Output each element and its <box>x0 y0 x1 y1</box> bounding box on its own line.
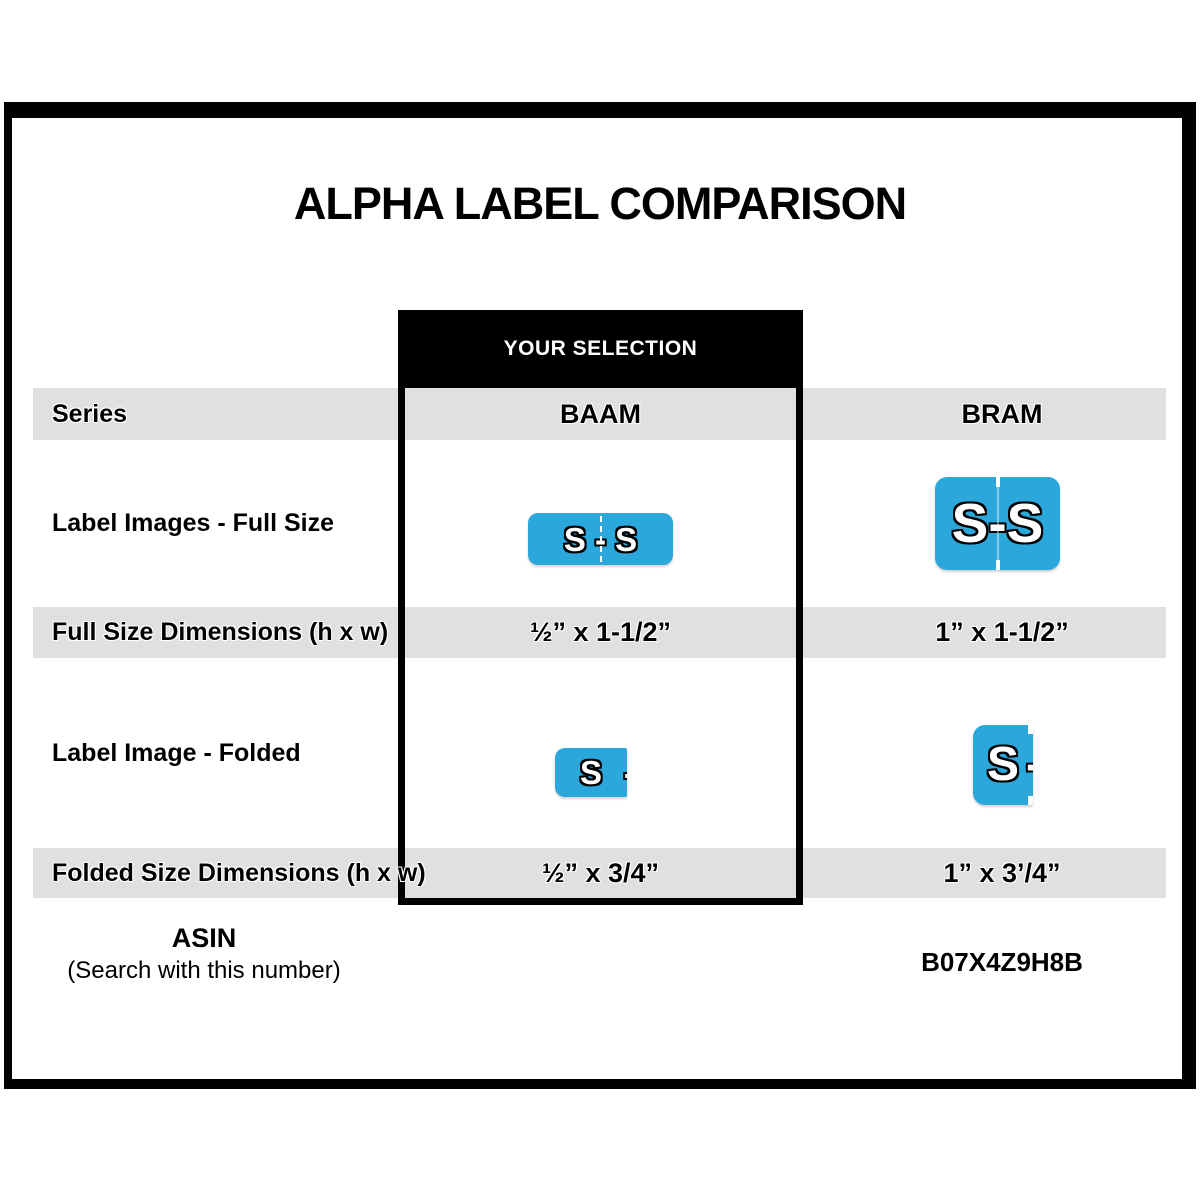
baam-full-size-label-image: S - S <box>528 513 673 565</box>
bram-folded-label-image: S - <box>973 725 1033 805</box>
asin-row-label: ASIN <box>171 922 237 953</box>
series-row-label: Series <box>52 399 128 428</box>
folded-dims-baam: ½” x 3/4” <box>541 857 660 888</box>
series-value-bram: BRAM <box>961 398 1043 429</box>
baam-folded-label-image: S - <box>555 748 627 797</box>
bram-full-size-label-image: S-S <box>935 477 1060 570</box>
folded-image-row-label: Label Image - Folded <box>52 738 301 767</box>
bram-folded-cut-dash: - <box>1026 741 1033 789</box>
folded-dims-row-label: Folded Size Dimensions (h x w) <box>52 858 426 887</box>
full-size-images-row-label: Label Images - Full Size <box>52 509 335 537</box>
your-selection-label: YOUR SELECTION <box>503 337 698 360</box>
fold-notch-bottom <box>995 560 1000 570</box>
series-row-band <box>33 388 1166 440</box>
baam-folded-letter: S <box>579 754 602 791</box>
baam-folded-cut-dash: - <box>624 756 627 789</box>
fold-hairline <box>997 477 998 570</box>
full-size-dims-row-label: Full Size Dimensions (h x w) <box>52 618 389 646</box>
asin-value-bram: B07X4Z9H8B <box>921 946 1083 977</box>
folded-dims-bram: 1” x 3’/4” <box>943 857 1061 888</box>
asin-row-sublabel: (Search with this number) <box>67 957 341 984</box>
fold-notch-top <box>995 477 1000 487</box>
page-title: ALPHA LABEL COMPARISON <box>293 178 907 229</box>
fold-notch-bottom-right <box>1028 796 1033 805</box>
fold-dashed-line <box>599 516 602 562</box>
folded-dims-row-band <box>33 848 1166 898</box>
series-value-baam: BAAM <box>560 398 641 429</box>
full-size-dims-row-band <box>33 607 1166 658</box>
your-selection-banner: YOUR SELECTION <box>398 310 803 388</box>
fold-notch-top-right <box>1028 725 1033 734</box>
full-size-dims-baam: ½” x 1-1/2” <box>529 617 672 647</box>
bram-folded-letter: S <box>986 738 1019 791</box>
full-size-dims-bram: 1” x 1-1/2” <box>935 617 1069 647</box>
